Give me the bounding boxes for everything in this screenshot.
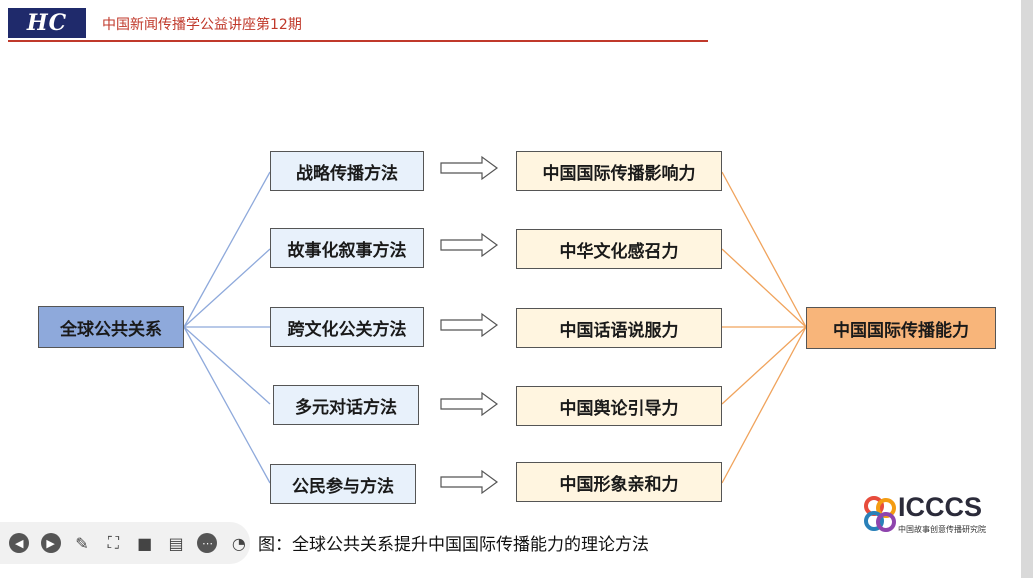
target-node: 中国国际传播能力 (806, 307, 996, 349)
camera-icon[interactable]: ■ (137, 533, 153, 553)
arrow-4 (440, 391, 499, 417)
brand-mark-icon (864, 496, 896, 532)
arrow-1 (440, 155, 499, 181)
arrow-2 (440, 232, 499, 258)
screen-icon[interactable]: ⛶ (107, 533, 119, 552)
connector-left-2 (183, 248, 271, 328)
brand-subtitle: 中国故事创意传播研究院 (898, 525, 986, 534)
header-divider (8, 40, 708, 42)
window-frame (1021, 0, 1033, 578)
connector-right-4 (721, 326, 807, 405)
comment-icon[interactable]: ▤ (168, 533, 184, 553)
connector-right-1 (721, 171, 807, 328)
connector-left-5 (183, 326, 271, 484)
method-node-1: 战略传播方法 (270, 151, 424, 191)
method-node-3: 跨文化公关方法 (270, 307, 424, 347)
volume-icon[interactable]: ◔ (231, 533, 246, 553)
pen-icon[interactable]: ✎ (75, 533, 89, 553)
presentation-toolbar: ◀ ▶ ✎ ⛶ ■ ▤ ⋯ ◔ (0, 522, 250, 564)
brand-logo: ICCCS 中国故事创意传播研究院 (862, 490, 1012, 550)
connector-right-5 (721, 326, 807, 484)
ability-node-5: 中国形象亲和力 (516, 462, 722, 502)
source-node: 全球公共关系 (38, 306, 184, 348)
method-node-5: 公民参与方法 (270, 464, 416, 504)
method-node-4: 多元对话方法 (273, 385, 419, 425)
ability-node-1: 中国国际传播影响力 (516, 151, 722, 191)
header-title: 中国新闻传播学公益讲座第12期 (102, 17, 302, 33)
logo-text: HC (26, 10, 68, 36)
connector-left-1 (183, 171, 271, 328)
prev-icon[interactable]: ◀ (8, 530, 30, 556)
figure-caption: 图：全球公共关系提升中国国际传播能力的理论方法 (258, 535, 649, 555)
brand-name: ICCCS (898, 492, 983, 522)
more-icon[interactable]: ⋯ (196, 530, 218, 556)
connector-right-2 (721, 248, 807, 328)
arrow-3 (440, 312, 499, 338)
ability-node-2: 中华文化感召力 (516, 229, 722, 269)
ability-node-4: 中国舆论引导力 (516, 386, 722, 426)
connector-left-4 (183, 326, 271, 405)
method-node-2: 故事化叙事方法 (270, 228, 424, 268)
ability-node-3: 中国话语说服力 (516, 308, 722, 348)
next-icon[interactable]: ▶ (39, 530, 61, 556)
arrow-5 (440, 469, 499, 495)
logo: HC (8, 8, 86, 38)
